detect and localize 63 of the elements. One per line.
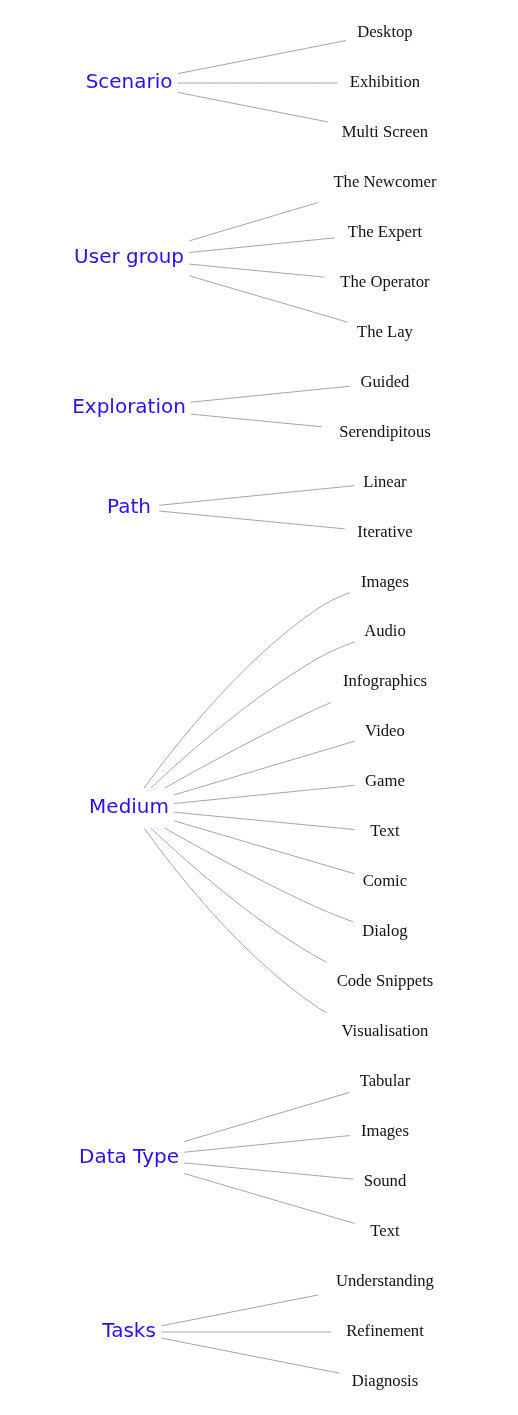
node-text: Iterative [356, 521, 413, 541]
node-text: Path [106, 494, 151, 519]
connector [158, 510, 345, 530]
node-text: Exploration [71, 394, 186, 419]
connector [143, 827, 327, 1014]
node-text: Comic [362, 871, 407, 891]
node-text: Tabular [359, 1071, 410, 1091]
node-text: Images [360, 1121, 409, 1141]
connector [190, 385, 350, 403]
node-text: Text [369, 1220, 400, 1240]
node-text: The Operator [339, 271, 430, 291]
node-text: Refinement [345, 1320, 424, 1340]
connector [173, 785, 355, 804]
connector [183, 1092, 350, 1142]
connector [188, 263, 325, 278]
connector [176, 92, 329, 123]
node-text: Infographics [342, 671, 427, 691]
connector [183, 1135, 350, 1153]
connector [160, 1331, 332, 1333]
node-text: Sound [363, 1170, 406, 1190]
connector [188, 202, 318, 242]
connector [183, 1173, 355, 1224]
connector [176, 40, 346, 75]
node-text: Exhibition [349, 71, 420, 91]
node-text: Images [360, 571, 409, 591]
connector [150, 828, 327, 963]
node-text: Audio [363, 621, 406, 641]
node-text: Tasks [101, 1317, 156, 1342]
connector [160, 1294, 319, 1327]
connector [173, 740, 355, 796]
connector [176, 82, 338, 84]
connector [160, 1337, 340, 1374]
node-text: Medium [88, 793, 169, 818]
node-text: Code Snippets [336, 971, 433, 991]
connector [190, 413, 322, 428]
node-text: Dialog [361, 921, 408, 941]
node-text: Video [364, 721, 405, 741]
connector [173, 811, 355, 830]
node-text: Linear [362, 471, 407, 491]
node-text: The Newcomer [332, 171, 436, 191]
connector [158, 485, 355, 506]
connector [188, 237, 335, 253]
node-text: Desktop [356, 21, 413, 41]
node-text: User group [73, 244, 184, 269]
node-text: Data Type [78, 1143, 179, 1168]
node-text: The Lay [356, 321, 413, 341]
connector [183, 1162, 354, 1180]
connector [188, 275, 348, 323]
connector [150, 641, 355, 788]
node-text: The Expert [347, 221, 422, 241]
connector [143, 592, 350, 789]
node-text: Visualisation [341, 1021, 428, 1041]
node-text: Serendipitous [338, 421, 431, 441]
connector [173, 820, 355, 875]
node-text: Text [369, 821, 400, 841]
node-text: Game [364, 771, 405, 791]
connector [164, 702, 331, 789]
node-text: Multi Screen [341, 121, 428, 141]
node-text: Understanding [335, 1270, 434, 1290]
connector [163, 827, 353, 923]
node-text: Scenario [85, 68, 172, 93]
node-text: Guided [359, 371, 409, 391]
node-text: Diagnosis [351, 1370, 418, 1390]
